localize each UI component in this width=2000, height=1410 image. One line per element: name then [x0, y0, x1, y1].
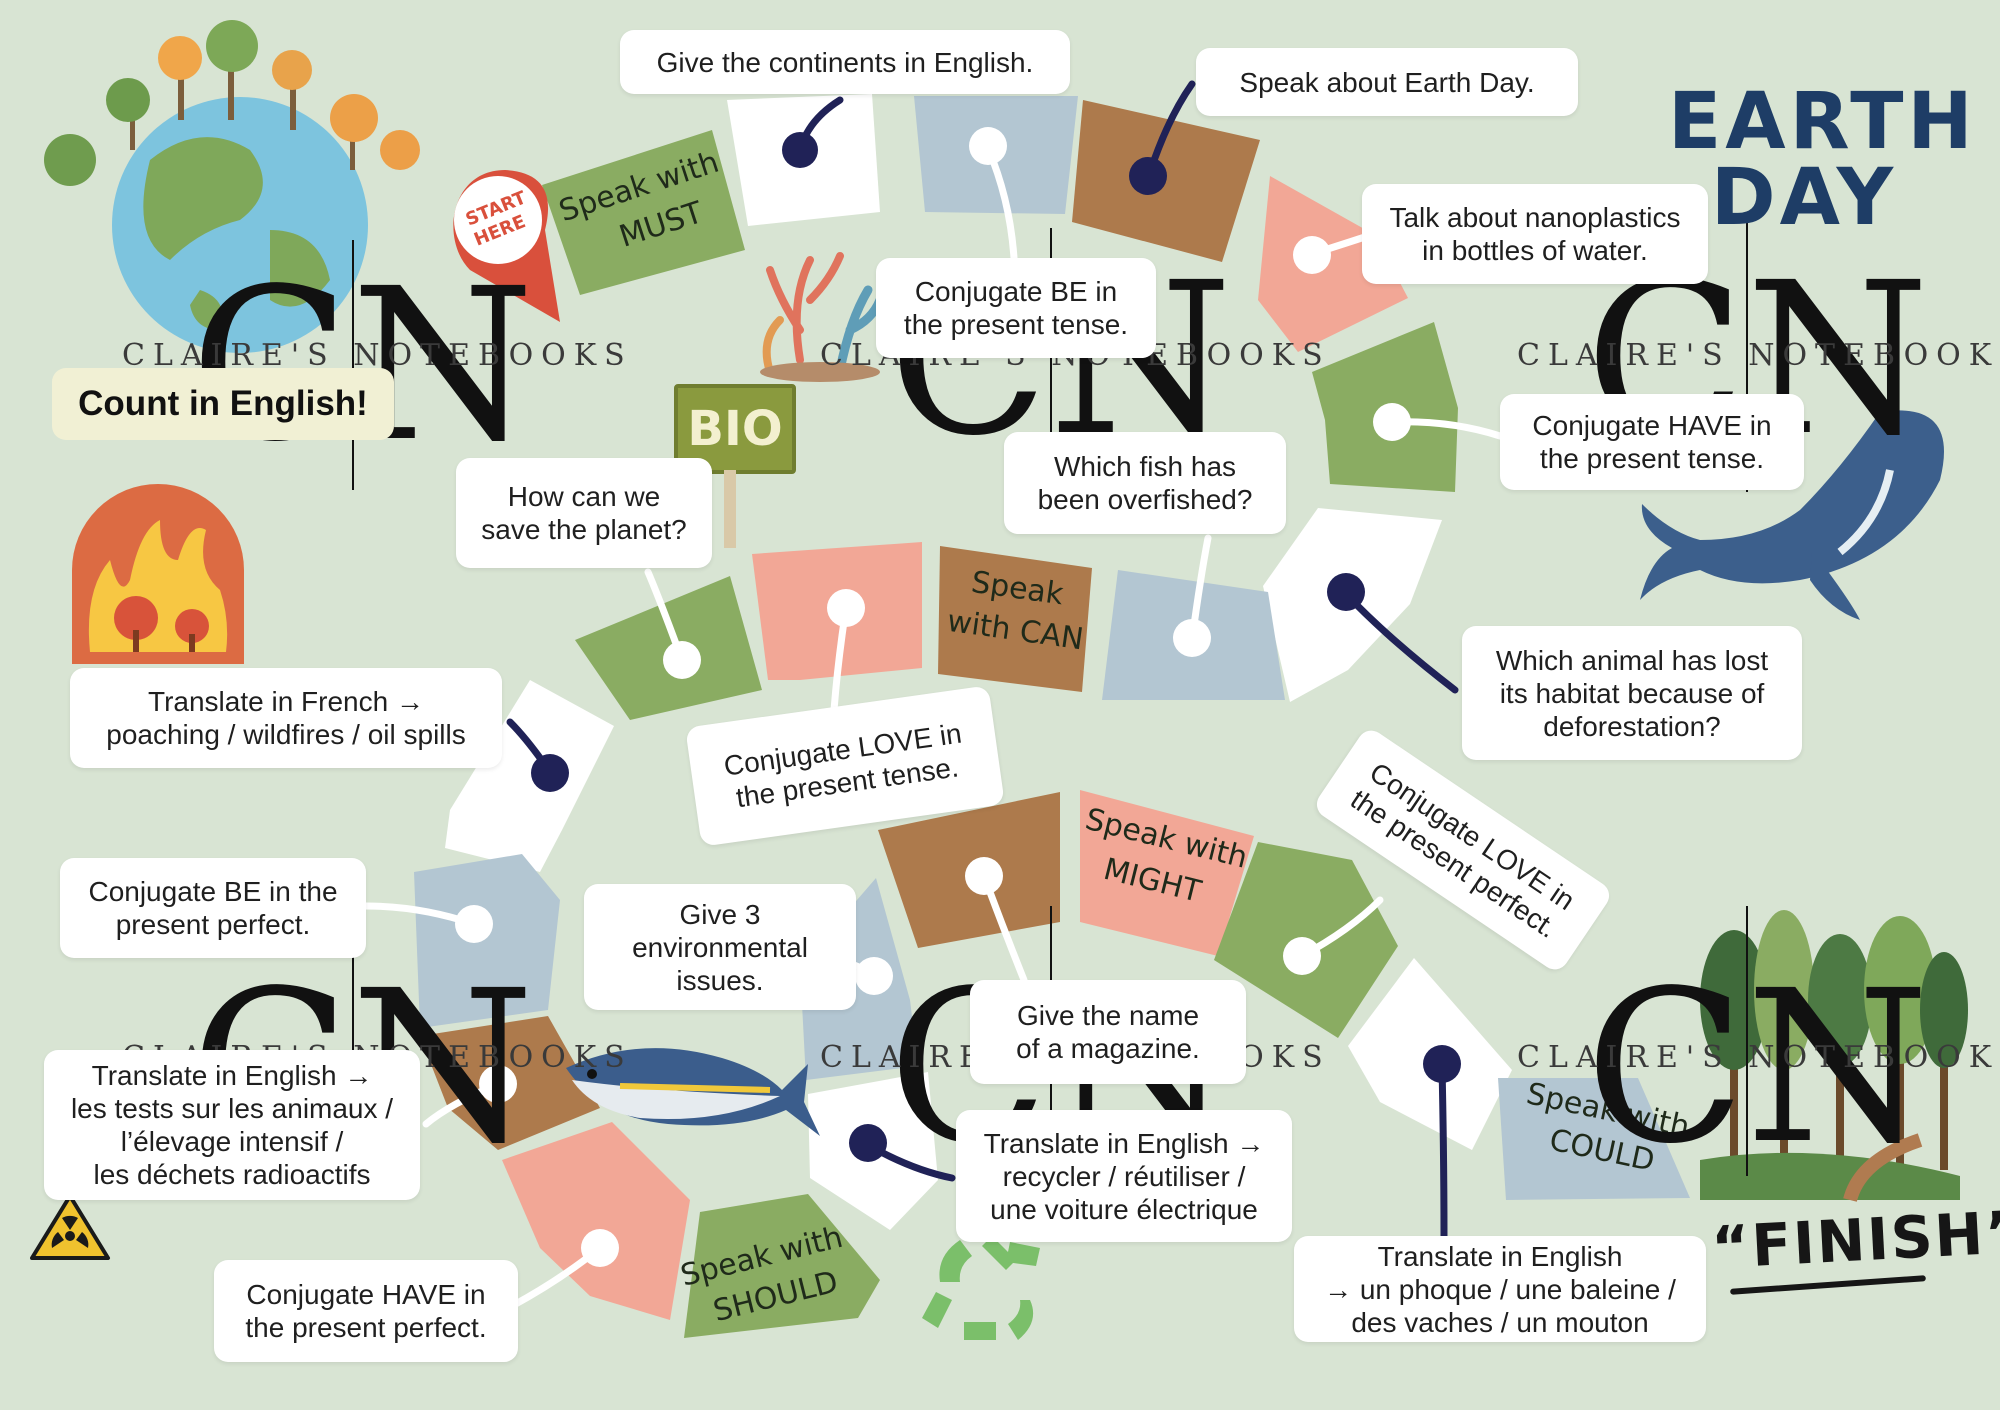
square-speak-could[interactable] [1498, 1078, 1690, 1200]
card-translate-en-a-line4: les déchets radioactifs [93, 1159, 371, 1190]
card-continents: Give the continents in English. [620, 30, 1070, 94]
card-be-present: Conjugate BE in the present tense. [876, 258, 1156, 358]
wildfire-icon [72, 484, 244, 664]
square-translate-french[interactable] [445, 680, 614, 872]
forest-illustration [1700, 910, 1968, 1203]
card-fish-line1: Which fish has [1053, 451, 1237, 482]
card-have-present-line2: the present tense. [1539, 443, 1765, 474]
card-env-issues-line3: issues. [676, 964, 764, 996]
tuna-illustration [566, 1048, 820, 1136]
card-nanoplastics: Talk about nanoplastics in bottles of wa… [1362, 184, 1708, 284]
card-be-present-line1: Conjugate BE in [914, 276, 1118, 307]
card-fish: Which fish has been overfished? [1004, 432, 1286, 534]
watermark-logo-6: CN [1585, 906, 1929, 1190]
card-have-perfect: Conjugate HAVE in the present perfect. [214, 1260, 518, 1362]
card-animal-habitat-line1: Which animal has lost [1495, 644, 1769, 676]
card-translate-en-b: Translate in English → recycler / réutil… [956, 1110, 1292, 1242]
watermark-brand-6: CLAIRE'S NOTEBOOKS [1517, 1040, 2000, 1075]
card-be-perfect-line1: Conjugate BE in the [88, 876, 338, 907]
start-here-pin: START HERE [453, 170, 560, 322]
watermark-logo-1: CN [190, 240, 534, 490]
card-translate-en-b-line2: recycler / réutiliser / [1002, 1160, 1246, 1192]
card-nanoplastics-line2: in bottles of water. [1422, 235, 1648, 266]
card-translate-french-line2: poaching / wildfires / oil spills [106, 719, 466, 750]
card-animal-habitat-line3: deforestation? [1543, 710, 1721, 742]
card-translate-french-line1: Translate in French → [148, 686, 424, 717]
coral-illustration [760, 252, 885, 382]
card-earth-day: Speak about Earth Day. [1196, 48, 1578, 116]
card-magazine-line1: Give the name [1016, 1000, 1200, 1031]
earth-day-line2: DAY [1710, 153, 1898, 243]
card-be-present-line2: the present tense. [903, 309, 1129, 340]
square-speak-can[interactable] [938, 546, 1092, 692]
card-animal-habitat: Which animal has lost its habitat becaus… [1462, 626, 1802, 760]
card-translate-en-c-line3: des vaches / un mouton [1351, 1306, 1649, 1338]
card-translate-en-a-line2: les tests sur les animaux / [70, 1093, 394, 1124]
card-earth-day-text: Speak about Earth Day. [1239, 66, 1535, 98]
recycle-icon [922, 1236, 1040, 1340]
svg-text:CN: CN [1585, 945, 1929, 1190]
whale-illustration [1640, 410, 1944, 620]
radiation-icon [30, 1194, 110, 1260]
card-save-planet-line2: save the planet? [481, 514, 687, 545]
card-env-issues: Give 3 environmental issues. [584, 884, 856, 1010]
square-speak-must[interactable] [542, 130, 745, 295]
card-translate-en-b-line1: Translate in English → [983, 1127, 1265, 1159]
watermark-brand-1: CLAIRE'S NOTEBOOKS [122, 338, 633, 373]
card-save-planet: How can we save the planet? [456, 458, 712, 568]
card-have-present: Conjugate HAVE in the present tense. [1500, 394, 1804, 490]
square-speak-should[interactable] [684, 1194, 880, 1338]
card-magazine: Give the name of a magazine. [970, 980, 1246, 1084]
bio-sign-post [724, 470, 736, 548]
square-nanoplastics[interactable] [1258, 176, 1408, 352]
card-translate-en-a: Translate in English → les tests sur les… [44, 1050, 420, 1200]
connectors [362, 80, 1504, 1310]
globe-illustration [44, 20, 420, 353]
count-in-english-card: Count in English! [52, 368, 394, 440]
card-translate-en-c-line1: Translate in English [1377, 1240, 1623, 1272]
card-be-perfect-line2: present perfect. [115, 909, 311, 940]
watermark-brand-3: CLAIRE'S NOTEBOOKS [1517, 338, 2000, 373]
card-have-perfect-line1: Conjugate HAVE in [246, 1279, 486, 1310]
earth-day-logo: EARTH DAY [1668, 77, 1977, 243]
square-be-perfect[interactable] [414, 854, 560, 1028]
card-nanoplastics-line1: Talk about nanoplastics [1389, 202, 1681, 233]
card-env-issues-line2: environmental [632, 931, 808, 963]
card-have-perfect-line2: the present perfect. [245, 1312, 487, 1343]
card-continents-text: Give the continents in English. [656, 46, 1034, 78]
card-save-planet-line1: How can we [507, 481, 661, 512]
earth-day-line1: EARTH [1668, 77, 1977, 167]
svg-text:CN: CN [190, 243, 534, 488]
card-animal-habitat-line2: its habitat because of [1499, 677, 1765, 709]
square-speak-might[interactable] [1080, 790, 1254, 956]
card-translate-en-a-line1: Translate in English → [91, 1060, 373, 1091]
card-translate-en-c-line2: → un phoque / une baleine / [1324, 1273, 1676, 1305]
card-translate-en-b-line3: une voiture électrique [990, 1193, 1258, 1225]
card-translate-en-a-line3: l’élevage intensif / [120, 1126, 344, 1157]
card-be-perfect: Conjugate BE in the present perfect. [60, 858, 366, 958]
card-magazine-line2: of a magazine. [1016, 1033, 1200, 1064]
square-have-perfect[interactable] [502, 1122, 690, 1320]
card-env-issues-line1: Give 3 [679, 898, 761, 930]
card-have-present-line1: Conjugate HAVE in [1532, 410, 1772, 441]
card-translate-en-c: Translate in English → un phoque / une b… [1294, 1236, 1706, 1342]
card-translate-french: Translate in French → poaching / wildfir… [70, 668, 502, 768]
card-fish-line2: been overfished? [1037, 484, 1253, 515]
